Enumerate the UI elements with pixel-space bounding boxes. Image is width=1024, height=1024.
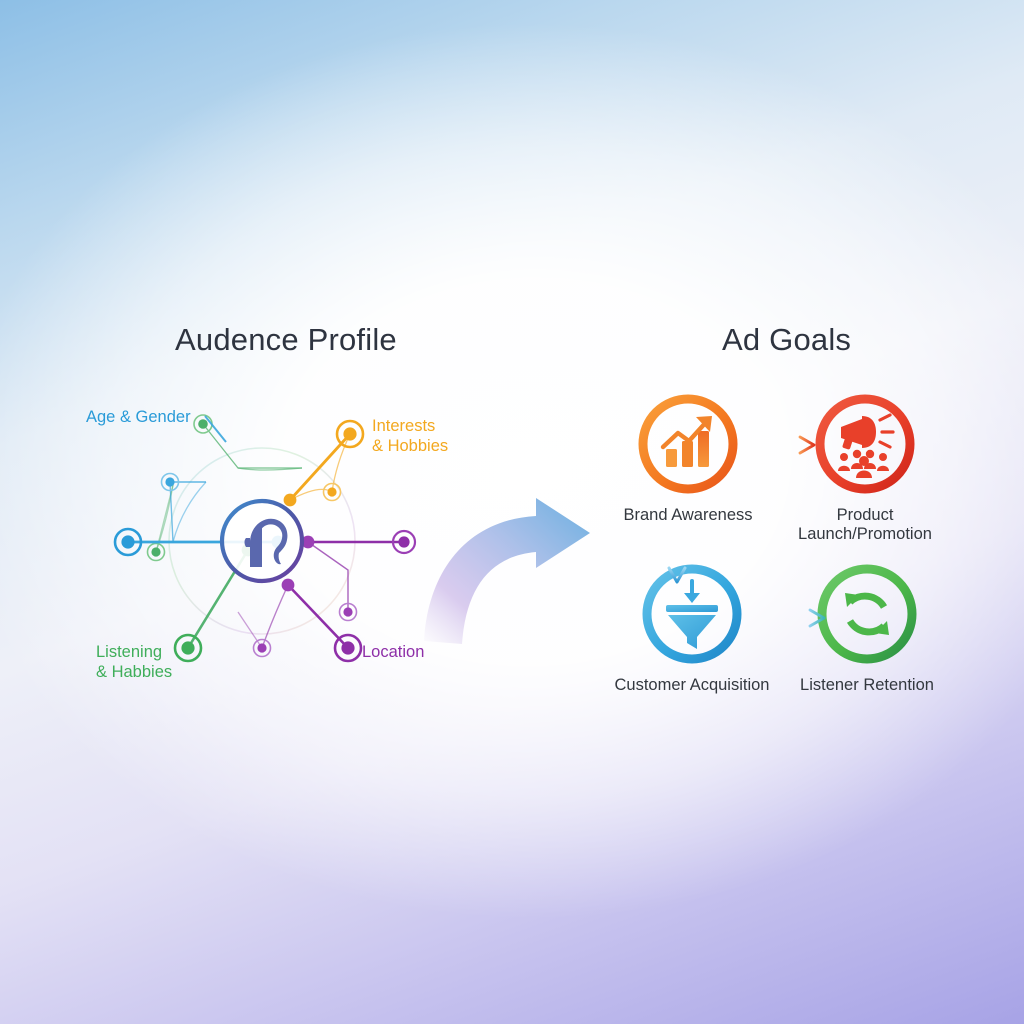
goal-customer-acquisition[interactable]: Customer Acquisition	[602, 559, 782, 695]
node-dot-orange-small	[322, 482, 342, 502]
node-dot-location-main	[333, 633, 363, 663]
node-dot-green-top	[193, 414, 213, 434]
bar-chart-growth-icon	[660, 416, 712, 467]
node-dot-purple-right	[391, 529, 417, 555]
audience-center-node[interactable]	[219, 498, 305, 584]
product-launch-label: Product Launch/Promotion	[798, 506, 932, 544]
arrow-brand-to-product	[744, 435, 816, 455]
customer-acquisition-ring	[637, 559, 747, 669]
megaphone-crowd-icon	[838, 413, 895, 478]
node-dot-orange-inner	[283, 493, 297, 507]
curved-arrow-shape	[424, 498, 590, 644]
label-age-gender: Age & Gender	[86, 408, 191, 426]
goal-product-launch[interactable]: Product Launch/Promotion	[775, 389, 955, 545]
product-launch-ring	[810, 389, 920, 499]
label-interests-hobbies: Interests & Hobbies	[372, 417, 449, 455]
brand-awareness-label: Brand Awareness	[623, 506, 753, 524]
brand-awareness-ring	[633, 389, 743, 499]
label-location: Location	[362, 643, 425, 661]
circular-refresh-icon	[846, 592, 888, 636]
funnel-down-arrow-icon	[666, 579, 718, 649]
label-listening-habbies: Listening & Habbies	[96, 643, 173, 681]
listener-retention-ring	[812, 559, 922, 669]
node-dot-blue-upper	[160, 472, 180, 492]
node-dot-listening-main	[173, 633, 203, 663]
node-dot-purple-small	[338, 602, 358, 622]
audience-profile-title: Audence Profile	[175, 322, 397, 357]
node-dot-age-gender-main	[113, 527, 143, 557]
node-dot-green-mid	[146, 542, 166, 562]
arrow-brand-to-customer	[667, 524, 687, 584]
ad-goals-title: Ad Goals	[722, 322, 852, 357]
node-dot-interests-main	[335, 419, 365, 449]
arrow-customer-to-listener	[754, 608, 826, 628]
head-profile-icon	[244, 518, 288, 567]
customer-acquisition-label: Customer Acquisition	[614, 676, 770, 694]
goal-listener-retention[interactable]: Listener Retention	[777, 559, 957, 695]
node-dot-purple-inner2	[281, 578, 295, 592]
listener-retention-label: Listener Retention	[800, 676, 934, 694]
node-dot-purple-inner	[301, 535, 315, 549]
audience-to-goals-arrow	[424, 498, 590, 644]
node-dot-purple-bottom	[252, 638, 272, 658]
goal-brand-awareness[interactable]: Brand Awareness	[598, 389, 778, 525]
audience-node-network	[113, 414, 417, 663]
